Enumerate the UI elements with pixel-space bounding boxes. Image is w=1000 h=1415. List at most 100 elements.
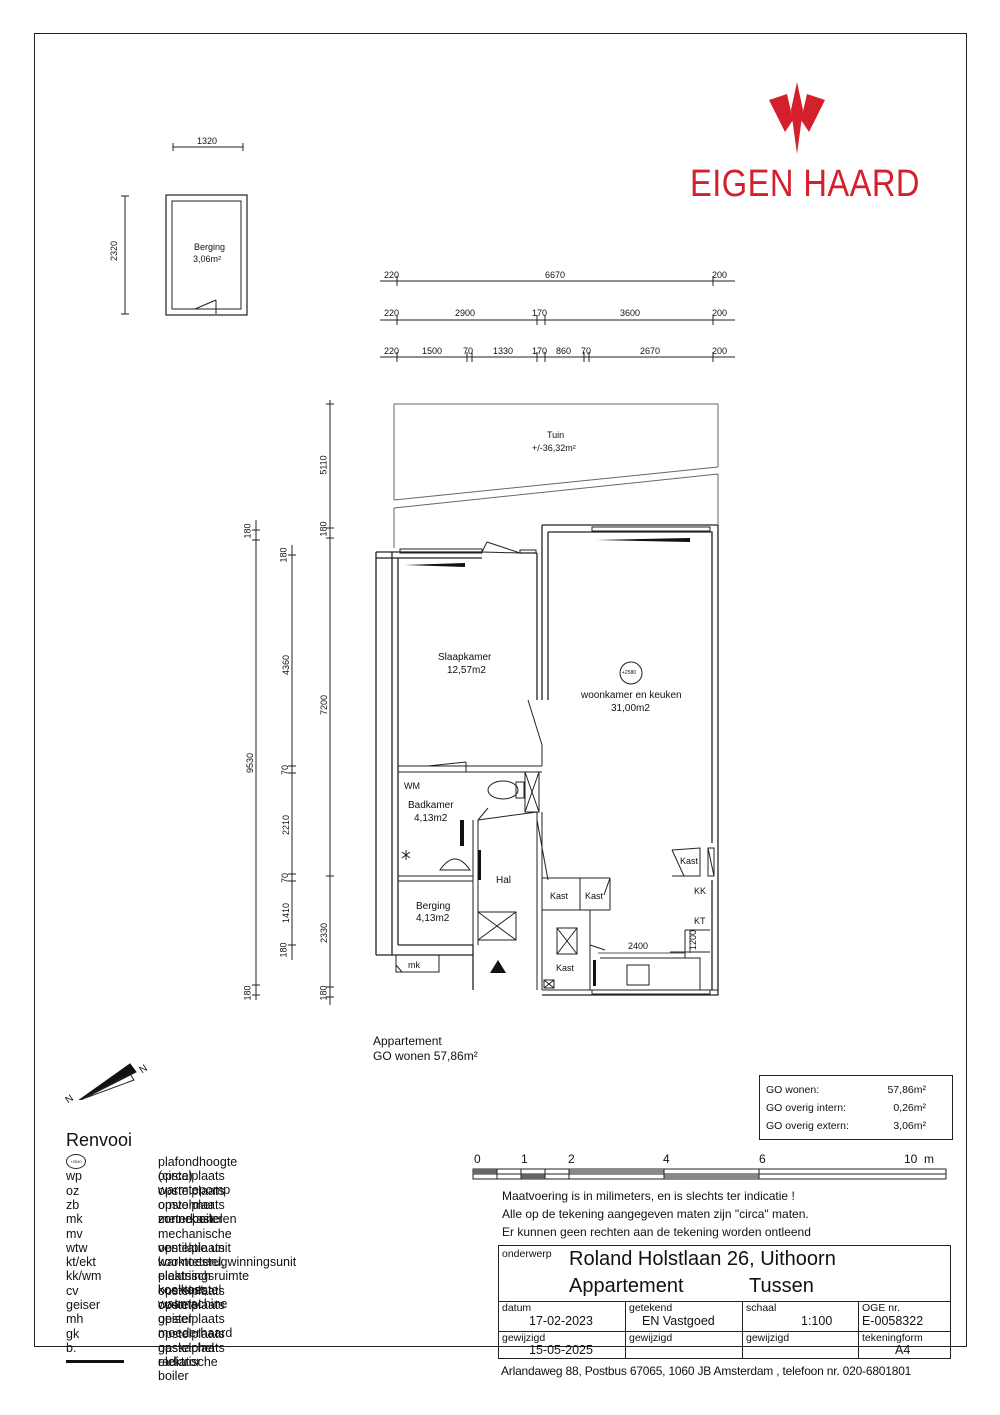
dim-li-4: 180: [318, 985, 329, 1001]
note-line-1: Maatvoering is in milimeters, en is slec…: [502, 1189, 795, 1203]
kast-label-4: Kast: [556, 963, 575, 973]
tb-getekend-cell: getekend EN Vastgoed: [625, 1301, 743, 1332]
scale-tick-2: 2: [568, 1152, 575, 1166]
meter-cupboard: [395, 955, 440, 973]
legend-desc: opstelplaats cv-ketel: [158, 1283, 225, 1312]
tb-datum-label: datum: [502, 1302, 532, 1314]
dim-lm-6: 180: [278, 942, 289, 958]
renvooi-title: Renvooi: [66, 1130, 133, 1150]
tb-datum: 17-02-2023: [529, 1314, 593, 1328]
tb-schaal-cell: schaal 1:100: [742, 1301, 859, 1332]
mk-label: mk: [408, 960, 420, 970]
kast-label-3: Kast: [585, 891, 604, 901]
dim-li-2: 7200: [319, 694, 330, 716]
dim-r3-1: 1500: [422, 346, 443, 356]
dim-r2-1: 2900: [455, 308, 476, 318]
drawing-sheet-border: [34, 33, 967, 1347]
dim-r3-7: 2670: [640, 346, 661, 356]
scale-bar: [472, 1168, 947, 1180]
kitchen-dim-2: 1200: [688, 929, 699, 951]
room-hal-name: Hal: [496, 875, 512, 886]
legend-code: zb: [66, 1197, 80, 1212]
dim-li-1: 180: [318, 521, 329, 537]
legend-code: wtw: [66, 1240, 88, 1255]
room-berging-name: Berging: [416, 901, 451, 912]
dim-r1-2: 200: [712, 270, 728, 280]
tb-oge-cell: OGE nr. E-0058322: [858, 1301, 951, 1332]
tb-getekend: EN Vastgoed: [642, 1314, 715, 1328]
dim-r3-3: 1330: [493, 346, 514, 356]
north-arrow-drawing: [78, 1063, 137, 1100]
tb-type: Appartement: [569, 1275, 684, 1297]
dim-r3-5: 860: [556, 346, 572, 356]
room-tuin-name: Tuin: [547, 430, 565, 440]
tb-datum-cell: datum 17-02-2023: [498, 1301, 626, 1332]
tb-subject-cell: onderwerp Roland Holstlaan 26, Uithoorn …: [498, 1245, 951, 1302]
dim-lm-4: 70: [280, 872, 291, 884]
legend-desc: opstelplaats moederhaard: [158, 1312, 233, 1341]
kast-label-1: Kast: [680, 856, 699, 866]
area-summary-box: GO wonen: 57,86m² GO overig intern: 0,26…: [759, 1075, 953, 1140]
tb-tekeningform-label: tekeningform: [862, 1332, 923, 1344]
area-value: 57,86m²: [887, 1084, 926, 1096]
storage-name: Berging: [194, 242, 226, 252]
room-badkamer-area: 4,13m2: [414, 813, 448, 824]
tb-oge: E-0058322: [862, 1314, 924, 1328]
legend-code: mh: [66, 1312, 84, 1327]
room-woonkamer-area: 31,00m2: [611, 703, 650, 714]
dim-r2-0: 220: [384, 308, 400, 318]
appartement-line2: GO wonen 57,86m²: [373, 1049, 478, 1063]
dim-lo-0: 180: [242, 523, 253, 539]
tb-schaal: 1:100: [801, 1314, 833, 1328]
dim-lo-2: 180: [242, 985, 253, 1001]
scale-tick-10: 10 m: [904, 1152, 935, 1166]
area-value: 3,06m²: [893, 1120, 926, 1132]
tb-gewijzigd3-label: gewijzigd: [746, 1332, 790, 1344]
scale-tick-1: 1: [521, 1152, 528, 1166]
dim-li-0: 5110: [318, 455, 329, 475]
legend-desc: kooktoestel, elektrisch kooktoestel: [158, 1255, 225, 1298]
scale-tick-0: 0: [474, 1152, 481, 1166]
appartement-line1: Appartement: [373, 1034, 442, 1048]
legend-code: mv: [66, 1226, 83, 1241]
dim-r1-1: 6670: [545, 270, 566, 280]
kk-label: KK: [694, 886, 707, 896]
legend-desc: meterkast: [158, 1212, 213, 1227]
area-label: GO overig intern:: [766, 1102, 846, 1114]
title-block: onderwerp Roland Holstlaan 26, Uithoorn …: [498, 1245, 951, 1359]
eigen-haard-logo-icon: [769, 82, 825, 154]
radiators: [405, 538, 690, 986]
legend-code: geiser: [66, 1298, 101, 1312]
area-label: GO wonen:: [766, 1084, 820, 1096]
legend-ceiling-symbol-icon: +2540: [66, 1154, 86, 1169]
dim-r2-2: 170: [532, 308, 548, 318]
tb-gewijzigd-label: gewijzigd: [502, 1332, 546, 1344]
area-value: 0,26m²: [893, 1102, 926, 1114]
legend-code: wp: [66, 1169, 82, 1184]
legend-desc: opstelplaats geiser: [158, 1298, 225, 1326]
windows: [399, 526, 711, 995]
room-slaapkamer-area: 12,57m2: [447, 665, 486, 676]
shafts: [477, 847, 715, 989]
tb-tekeningform-cell: tekeningform A4: [858, 1331, 951, 1359]
legend-code: oz: [66, 1183, 80, 1198]
legend-desc: opstelplaats zonneboiler: [158, 1197, 225, 1226]
room-berging-area: 4,13m2: [416, 913, 450, 924]
legend-code: gk: [66, 1326, 80, 1341]
room-badkamer-wm: WM: [404, 781, 420, 791]
interior-walls: [398, 699, 718, 991]
legend-code: b.: [66, 1340, 77, 1355]
dim-r3-0: 220: [384, 346, 400, 356]
legend-desc: opstelplaats omvormer zonnepanelen: [158, 1183, 237, 1226]
top-dimension-lines: [380, 276, 735, 362]
legend-code: cv: [66, 1283, 79, 1298]
note-line-2: Alle op de tekening aangegeven maten zij…: [502, 1207, 809, 1221]
storage-area: 3,06m²: [193, 254, 222, 264]
legend-desc: opstelplaats elektrische boiler: [158, 1340, 225, 1383]
room-slaapkamer-name: Slaapkamer: [438, 652, 492, 663]
floor-plan: [78, 143, 735, 1100]
kitchen-dim-1: 2400: [628, 941, 649, 951]
area-label: GO overig extern:: [766, 1120, 849, 1132]
dim-r3-4: 170: [532, 346, 548, 356]
tb-getekend-label: getekend: [629, 1302, 673, 1314]
